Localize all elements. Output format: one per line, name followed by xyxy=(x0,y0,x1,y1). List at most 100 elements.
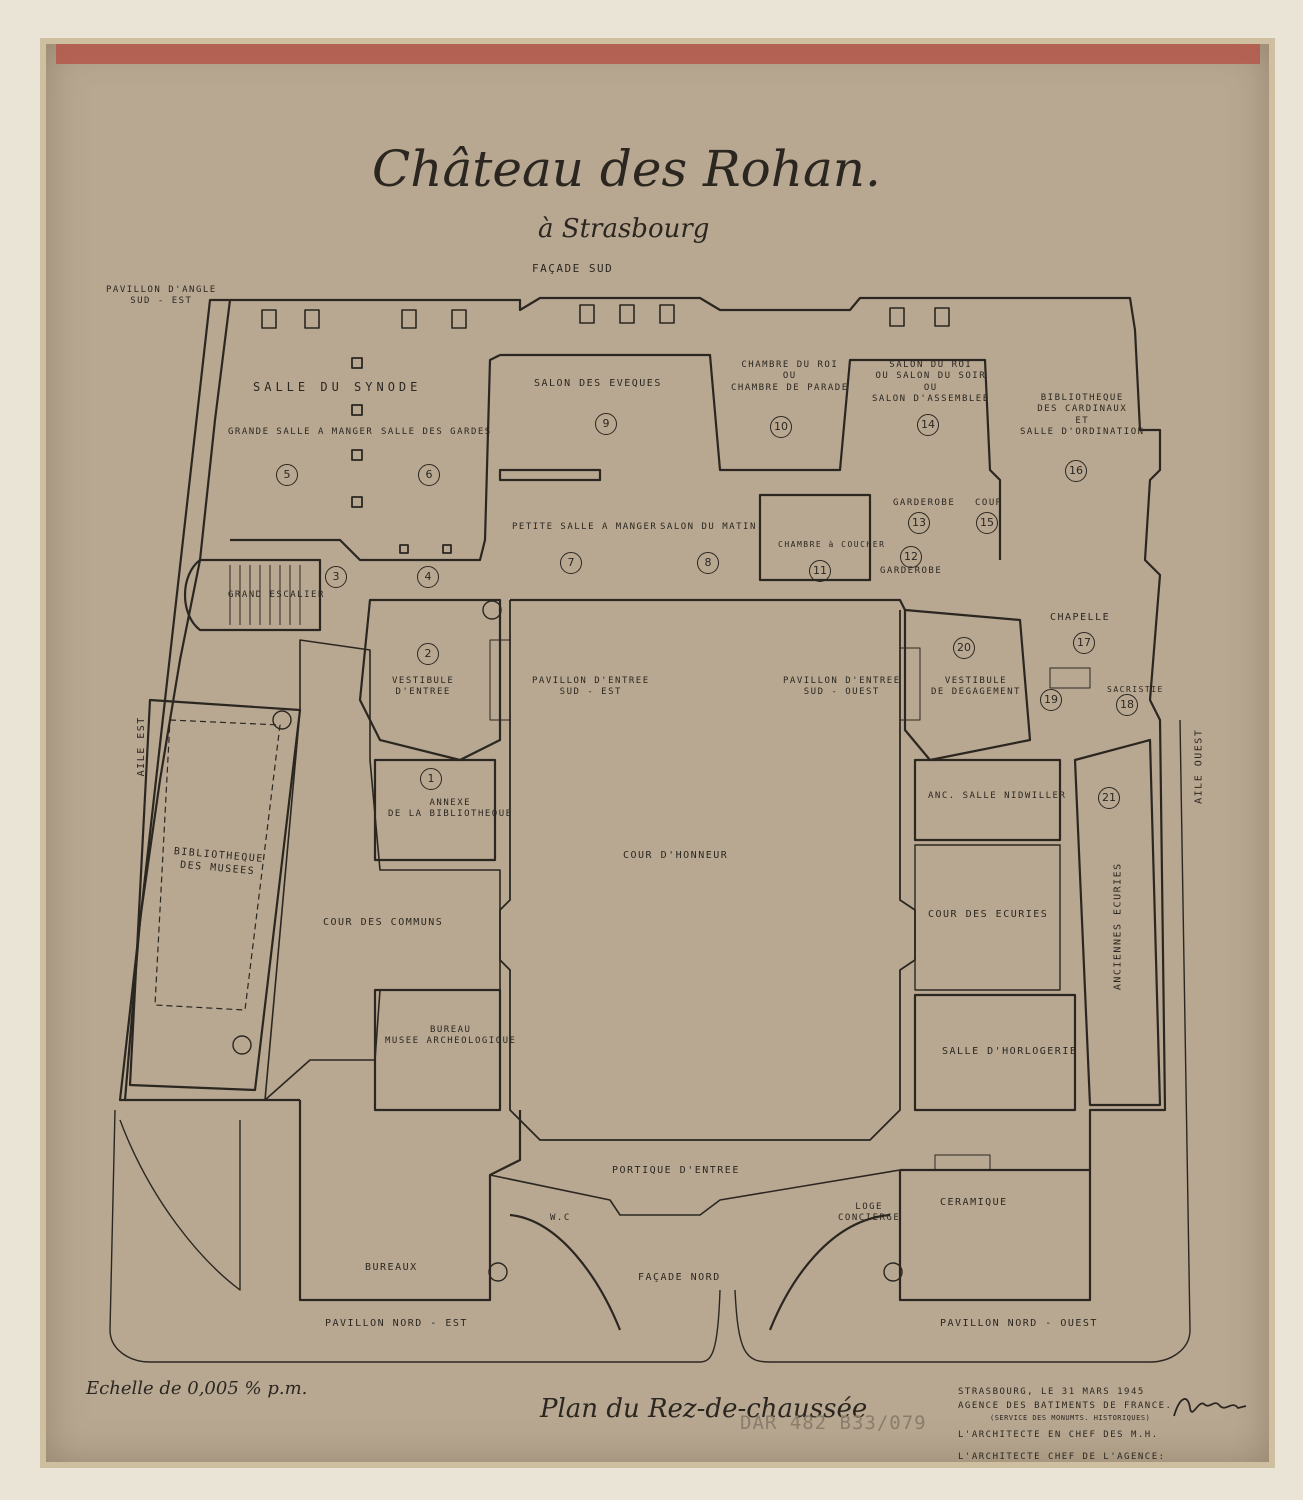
room-number: 4 xyxy=(417,566,439,588)
pavillon-angle-label: PAVILLON D'ANGLE SUD - EST xyxy=(106,285,217,307)
salle-synode-wall xyxy=(230,354,501,562)
entry-steps xyxy=(489,639,1091,1171)
sidewalk-east xyxy=(109,1109,721,1363)
courtyard-curve-right xyxy=(768,1213,891,1331)
cour-ecuries-label: COUR DES ECURIES xyxy=(928,909,1049,920)
east-wing-outer xyxy=(118,298,300,1102)
room-number: 1 xyxy=(420,768,442,790)
bibliotheque-musees-room xyxy=(128,698,302,1092)
petite-salle-label: PETITE SALLE A MANGER xyxy=(512,522,658,532)
garderobe-top-label: GARDEROBE xyxy=(893,498,956,508)
room-number: 15 xyxy=(976,512,998,534)
pavillon-nord-ouest-label: PAVILLON NORD - OUEST xyxy=(940,1318,1098,1329)
nidwiller-label: ANC. SALLE NIDWILLER xyxy=(928,791,1067,801)
horlogerie-room xyxy=(913,993,1077,1112)
salon-eveques-label: SALON DES EVEQUES xyxy=(534,378,662,389)
footer-date: STRASBOURG, LE 31 MARS 1945 xyxy=(958,1387,1145,1397)
chambre-roi-label: CHAMBRE DU ROI OU CHAMBRE DE PARADE xyxy=(731,360,849,393)
ceramique-label: CERAMIQUE xyxy=(940,1197,1008,1208)
grand-escalier-label: GRAND ESCALIER xyxy=(228,590,325,600)
room-number: 11 xyxy=(809,560,831,582)
main-title: Château des Rohan. xyxy=(372,140,881,198)
synode-pillars xyxy=(351,357,452,554)
room-number: 12 xyxy=(900,546,922,568)
subtitle: à Strasbourg xyxy=(538,214,710,244)
annexe-label: ANNEXE DE LA BIBLIOTHEQUE xyxy=(388,798,513,820)
drawing-sheet xyxy=(40,38,1275,1468)
room-number: 14 xyxy=(917,414,939,436)
ecuries-room xyxy=(1073,738,1162,1107)
pavillon-entree-so-label: PAVILLON D'ENTREE SUD - OUEST xyxy=(783,676,901,698)
room-number: 3 xyxy=(325,566,347,588)
garderobe-bottom-label: GARDEROBE xyxy=(880,566,943,576)
bibliotheque-cardinaux-label: BIBLIOTHEQUE DES CARDINAUX ET SALLE D'OR… xyxy=(1020,393,1145,437)
east-wing-inner xyxy=(123,299,232,1101)
facade-sud-label: FAÇADE SUD xyxy=(532,262,614,275)
cour-communs-label: COUR DES COMMUNS xyxy=(323,917,444,928)
spiral-stairs xyxy=(232,600,903,1282)
pavillon-entree-se-label: PAVILLON D'ENTREE SUD - EST xyxy=(532,676,650,698)
chambre-coucher-label: CHAMBRE à COUCHER xyxy=(778,540,886,549)
room-number: 2 xyxy=(417,643,439,665)
sidewalk-west xyxy=(734,719,1191,1363)
courtyard-curve-left xyxy=(509,1213,622,1331)
footer-architect-agency: L'ARCHITECTE CHEF DE L'AGENCE: xyxy=(958,1452,1166,1462)
grande-salle-label: GRANDE SALLE A MANGER xyxy=(228,427,374,437)
room-number: 6 xyxy=(418,464,440,486)
salle-gardes-label: SALLE DES GARDES xyxy=(381,427,492,437)
street-curve xyxy=(119,1119,241,1291)
scale-note: Echelle de 0,005 % p.m. xyxy=(86,1378,308,1399)
annexe-room xyxy=(373,758,497,862)
bibliotheque-dashed xyxy=(154,719,281,1011)
bureaux-label: BUREAUX xyxy=(365,1262,418,1273)
facade-nord-label: FAÇADE NORD xyxy=(638,1272,721,1283)
room-number: 17 xyxy=(1073,632,1095,654)
room-number: 8 xyxy=(697,552,719,574)
salon-matin-label: SALON DU MATIN xyxy=(660,522,757,532)
north-east-pavilion xyxy=(298,1100,522,1302)
footer-service: (SERVICE DES MONUMTS. HISTORIQUES) xyxy=(990,1414,1151,1422)
sacristie-label: SACRISTIE xyxy=(1107,685,1164,694)
room-number: 20 xyxy=(953,637,975,659)
footer-architect-chief: L'ARCHITECTE EN CHEF DES M.H. xyxy=(958,1430,1159,1440)
room-number: 5 xyxy=(276,464,298,486)
portique-label: PORTIQUE D'ENTREE xyxy=(612,1165,740,1176)
wc-label: W.C xyxy=(550,1213,571,1223)
room-number: 21 xyxy=(1098,787,1120,809)
room-number: 19 xyxy=(1040,689,1062,711)
vestibule-entree-label: VESTIBULE D'ENTREE xyxy=(392,676,455,698)
grand-escalier xyxy=(183,558,322,632)
inner-court-north xyxy=(510,598,906,611)
room-number: 16 xyxy=(1065,460,1087,482)
vestibule-degagement-label: VESTIBULE DE DEGAGEMENT xyxy=(931,676,1021,698)
bureau-musee-label: BUREAU MUSEE ARCHEOLOGIQUE xyxy=(385,1025,517,1047)
escalier-steps xyxy=(229,565,301,625)
south-window-bays xyxy=(261,304,950,329)
salon-row-wall xyxy=(498,468,602,482)
pavillon-nord-est-label: PAVILLON NORD - EST xyxy=(325,1318,468,1329)
chapelle-label: CHAPELLE xyxy=(1050,612,1111,623)
outer-wall xyxy=(230,296,1167,1172)
room-number: 13 xyxy=(908,512,930,534)
plan-title: Plan du Rez-de-chaussée xyxy=(540,1394,868,1424)
archive-stamp: DAR 482 B33/079 xyxy=(740,1412,927,1434)
salle-synode-label: SALLE DU SYNODE xyxy=(253,380,422,394)
vestibule-degagement xyxy=(903,608,1032,762)
south-rooms-wall xyxy=(500,353,1002,560)
cour-small-label: COUR xyxy=(975,498,1003,508)
red-tape-band xyxy=(56,44,1260,64)
portique-wall xyxy=(489,1169,901,1216)
chambre-coucher xyxy=(758,493,872,582)
cour-honneur-label: COUR D'HONNEUR xyxy=(623,850,729,861)
aile-ouest-label: AILE OUEST xyxy=(1193,728,1205,804)
room-number: 18 xyxy=(1116,694,1138,716)
anciennes-ecuries-label: ANCIENNES ECURIES xyxy=(1112,862,1124,991)
cour-ecuries-room xyxy=(914,844,1061,991)
nidwiller-room xyxy=(913,758,1062,842)
bureau-musee-room xyxy=(373,988,502,1112)
salon-roi-label: SALON DU ROI OU SALON DU SOIR OU SALON D… xyxy=(872,360,990,404)
footer-agency: AGENCE DES BATIMENTS DE FRANCE. xyxy=(958,1401,1173,1411)
room-number: 9 xyxy=(595,413,617,435)
salle-horlogerie-label: SALLE D'HORLOGERIE xyxy=(942,1046,1078,1057)
